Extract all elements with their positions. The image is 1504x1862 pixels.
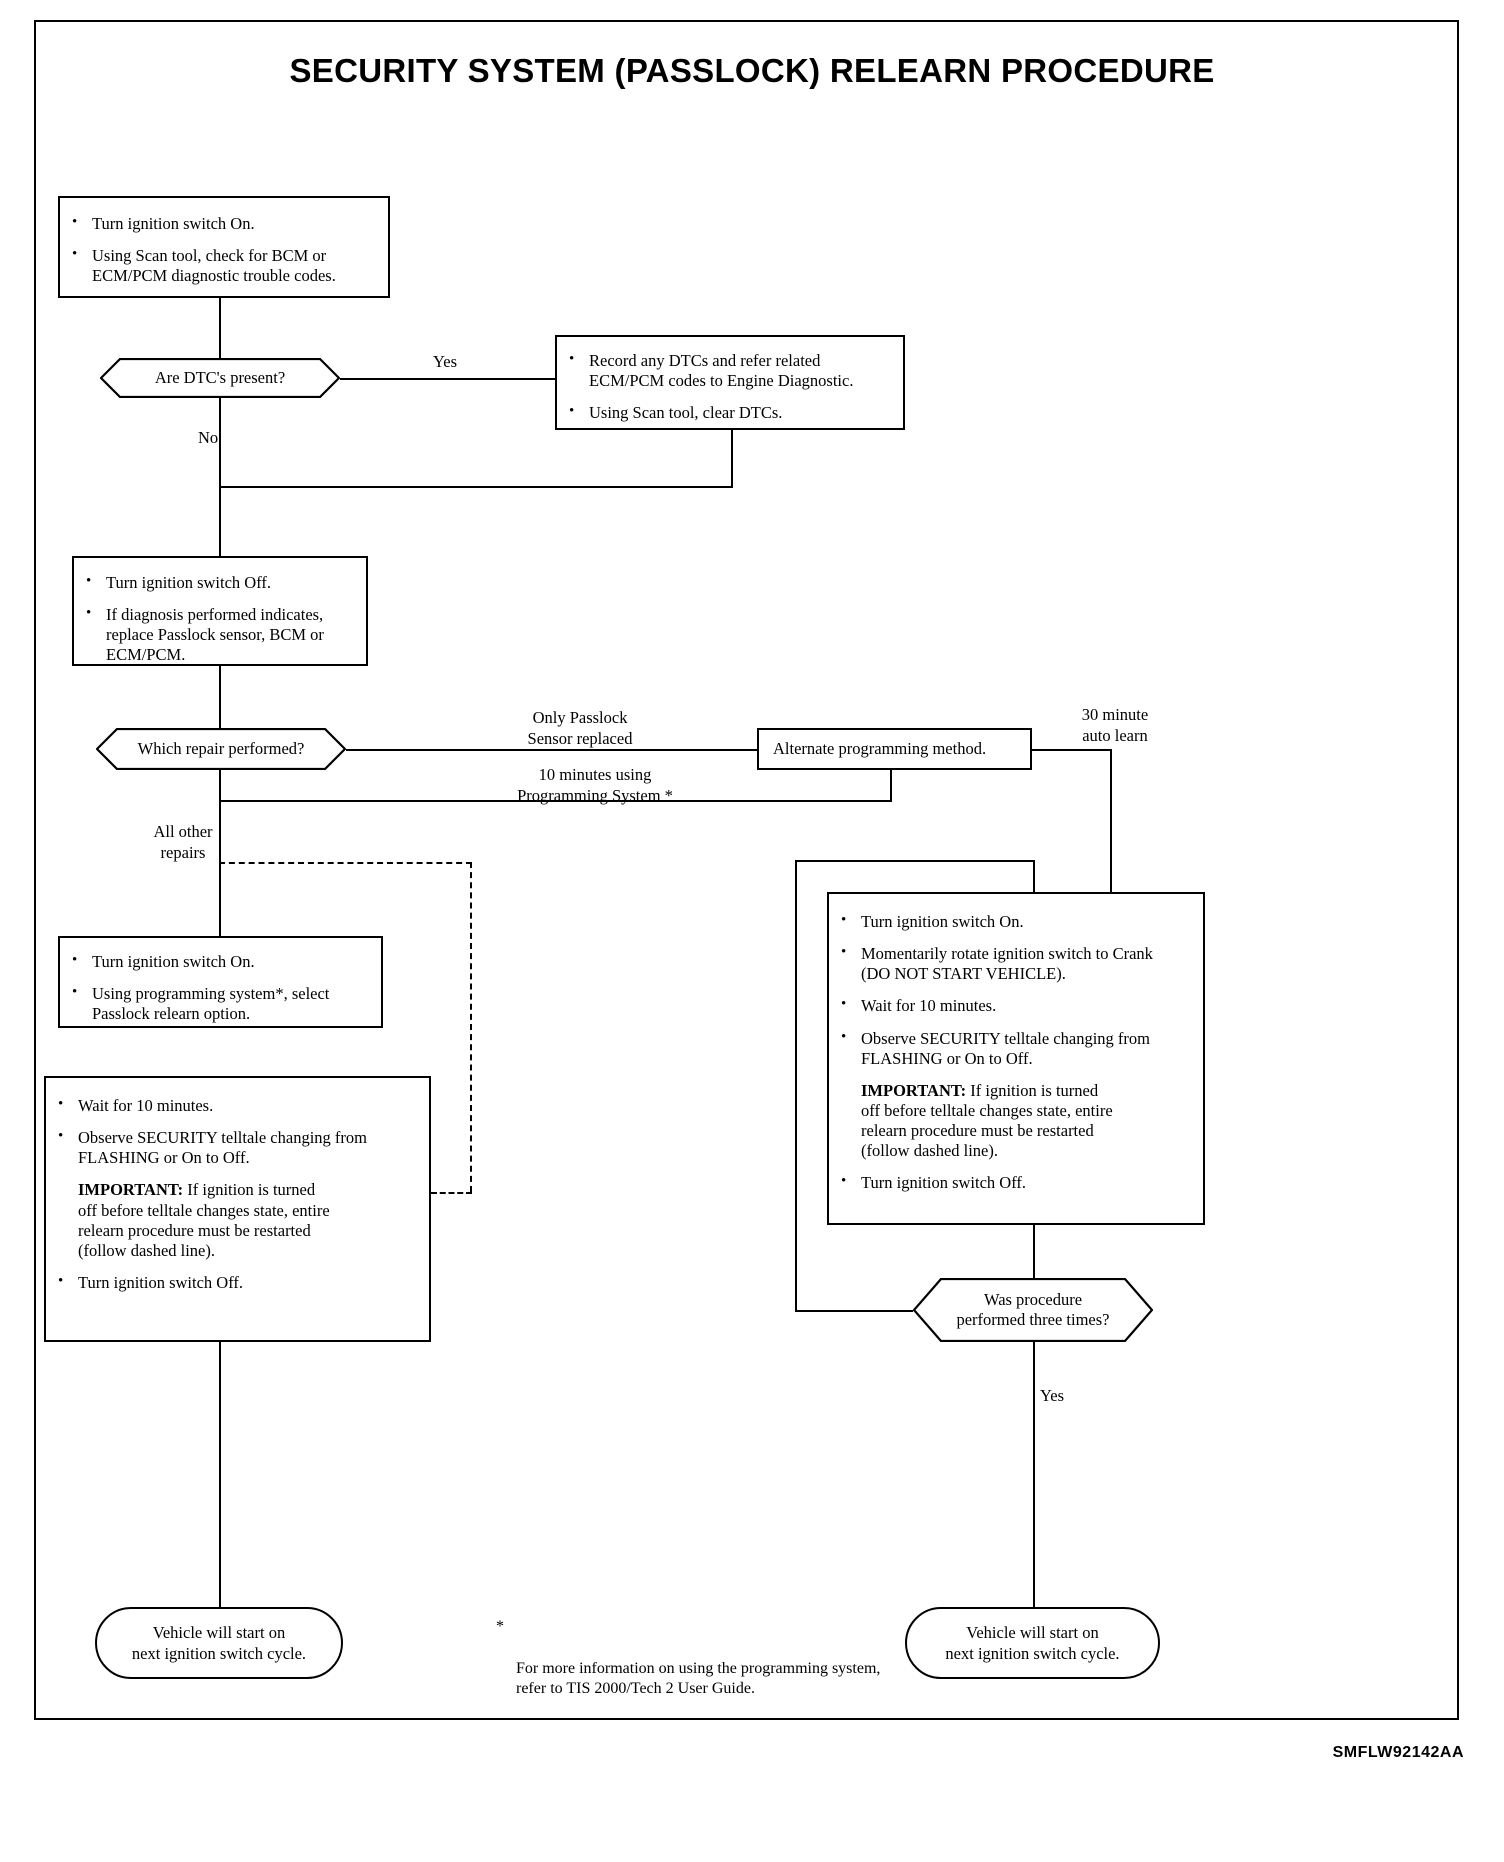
- edge-label-ten-minutes: 10 minutes using Programming System *: [517, 765, 673, 805]
- connector-tenmin-h: [219, 800, 892, 802]
- node-record-dtcs: Record any DTCs and refer related ECM/PC…: [555, 335, 905, 430]
- record-dtcs-item-1: Record any DTCs and refer related ECM/PC…: [563, 350, 895, 391]
- document-code: SMFLW92142AA: [1332, 1744, 1464, 1761]
- edge-label-auto-learn: 30 minute auto learn: [1081, 705, 1149, 745]
- node-auto-learn-right: Turn ignition switch On. Momentarily rot…: [827, 892, 1205, 1225]
- record-dtcs-item-2: Using Scan tool, clear DTCs.: [563, 402, 895, 423]
- dashed-restart-top: [219, 862, 472, 864]
- connector-tenmin-v: [219, 770, 221, 800]
- connector-dtc-no: [219, 398, 221, 556]
- connector-rightloop-top: [795, 860, 1035, 862]
- connector-rightloop-stub: [1033, 860, 1035, 892]
- wait-observe-left-important: IMPORTANT: If ignition is turned off bef…: [52, 1180, 417, 1261]
- start-check-item-2: Using Scan tool, check for BCM or ECM/PC…: [66, 245, 378, 286]
- edge-label-all-other: All other repairs: [153, 822, 213, 862]
- hexagon-shape: [96, 728, 346, 770]
- connector-threetimes-yes: [1033, 1342, 1035, 1607]
- node-dtc-decision: Are DTC's present?: [100, 358, 340, 398]
- connector-record-down: [731, 430, 733, 486]
- connector-tenmin-up: [890, 770, 892, 802]
- important-text: If ignition is turned off before telltal…: [861, 1080, 1113, 1161]
- footnote: * For more information on using the prog…: [496, 1617, 1036, 1721]
- connector-rightloop-bottom: [795, 1310, 915, 1312]
- auto-learn-item-7: Turn ignition switch Off.: [835, 1172, 1193, 1193]
- alternate-method-label: Alternate programming method.: [773, 738, 987, 758]
- node-end-right: Vehicle will start on next ignition swit…: [905, 1607, 1160, 1679]
- node-repair-decision: Which repair performed?: [96, 728, 346, 770]
- ignition-off-item-2: If diagnosis performed indicates, replac…: [80, 604, 358, 665]
- node-end-left: Vehicle will start on next ignition swit…: [95, 1607, 343, 1679]
- programming-relearn-item-2: Using programming system*, select Passlo…: [66, 983, 373, 1024]
- three-times-decision-label: Was procedure performed three times?: [956, 1290, 1110, 1329]
- wait-observe-left-item-5: Turn ignition switch Off.: [52, 1272, 417, 1293]
- connector-ignitionoff-to-repair: [219, 666, 221, 728]
- start-check-item-1: Turn ignition switch On.: [66, 213, 378, 234]
- page-border: [34, 20, 1459, 1720]
- node-wait-observe-left: Wait for 10 minutes. Observe SECURITY te…: [44, 1076, 431, 1342]
- node-programming-relearn: Turn ignition switch On. Using programmi…: [58, 936, 383, 1028]
- connector-dtc-yes: [340, 378, 555, 380]
- connector-rightloop-left: [795, 860, 797, 1310]
- node-ignition-off: Turn ignition switch Off. If diagnosis p…: [72, 556, 368, 666]
- edge-label-three-times-yes: Yes: [1040, 1386, 1065, 1405]
- page-title: SECURITY SYSTEM (PASSLOCK) RELEARN PROCE…: [289, 52, 1215, 89]
- edge-label-dtc-no: No: [198, 428, 219, 447]
- auto-learn-item-1: Turn ignition switch On.: [835, 911, 1193, 932]
- auto-learn-item-2: Momentarily rotate ignition switch to Cr…: [835, 943, 1193, 984]
- auto-learn-item-4: Observe SECURITY telltale changing from …: [835, 1027, 1193, 1069]
- footnote-text: For more information on using the progra…: [516, 1659, 881, 1698]
- connector-only-passlock: [346, 749, 757, 751]
- edge-label-only-passlock: Only Passlock Sensor replaced: [527, 708, 633, 748]
- dtc-decision-label: Are DTC's present?: [154, 368, 286, 388]
- connector-autolearn-h: [1032, 749, 1112, 751]
- important-label: IMPORTANT:: [861, 1080, 967, 1100]
- footnote-marker: *: [496, 1618, 504, 1635]
- important-label: IMPORTANT:: [78, 1180, 184, 1200]
- hexagon-shape: [913, 1278, 1153, 1342]
- auto-learn-item-3: Wait for 10 minutes.: [835, 995, 1193, 1016]
- connector-record-left: [219, 486, 733, 488]
- wait-observe-left-item-2: Observe SECURITY telltale changing from …: [52, 1127, 417, 1168]
- node-start-check: Turn ignition switch On. Using Scan tool…: [58, 196, 390, 298]
- connector-autolearn-to-decision: [1033, 1225, 1035, 1278]
- repair-decision-label: Which repair performed?: [137, 739, 305, 759]
- dashed-restart-right: [470, 862, 472, 1192]
- connector-all-other: [219, 800, 221, 936]
- connector-waitobserve-to-end: [219, 1342, 221, 1607]
- dashed-restart-bottom: [431, 1192, 472, 1194]
- auto-learn-important: IMPORTANT: If ignition is turned off bef…: [835, 1081, 1193, 1162]
- end-left-label: Vehicle will start on next ignition swit…: [131, 1622, 307, 1663]
- end-right-label: Vehicle will start on next ignition swit…: [945, 1622, 1120, 1663]
- edge-label-dtc-yes: Yes: [432, 352, 457, 371]
- ignition-off-item-1: Turn ignition switch Off.: [80, 572, 358, 593]
- node-three-times-decision: Was procedure performed three times?: [913, 1278, 1153, 1342]
- important-text: If ignition is turned off before telltal…: [78, 1180, 330, 1260]
- connector-autolearn-v: [1110, 749, 1112, 915]
- hexagon-shape: [100, 358, 340, 398]
- programming-relearn-item-1: Turn ignition switch On.: [66, 951, 373, 972]
- connector-start-to-dtc: [219, 298, 221, 358]
- node-alternate-method: Alternate programming method.: [757, 728, 1032, 770]
- wait-observe-left-item-1: Wait for 10 minutes.: [52, 1095, 417, 1116]
